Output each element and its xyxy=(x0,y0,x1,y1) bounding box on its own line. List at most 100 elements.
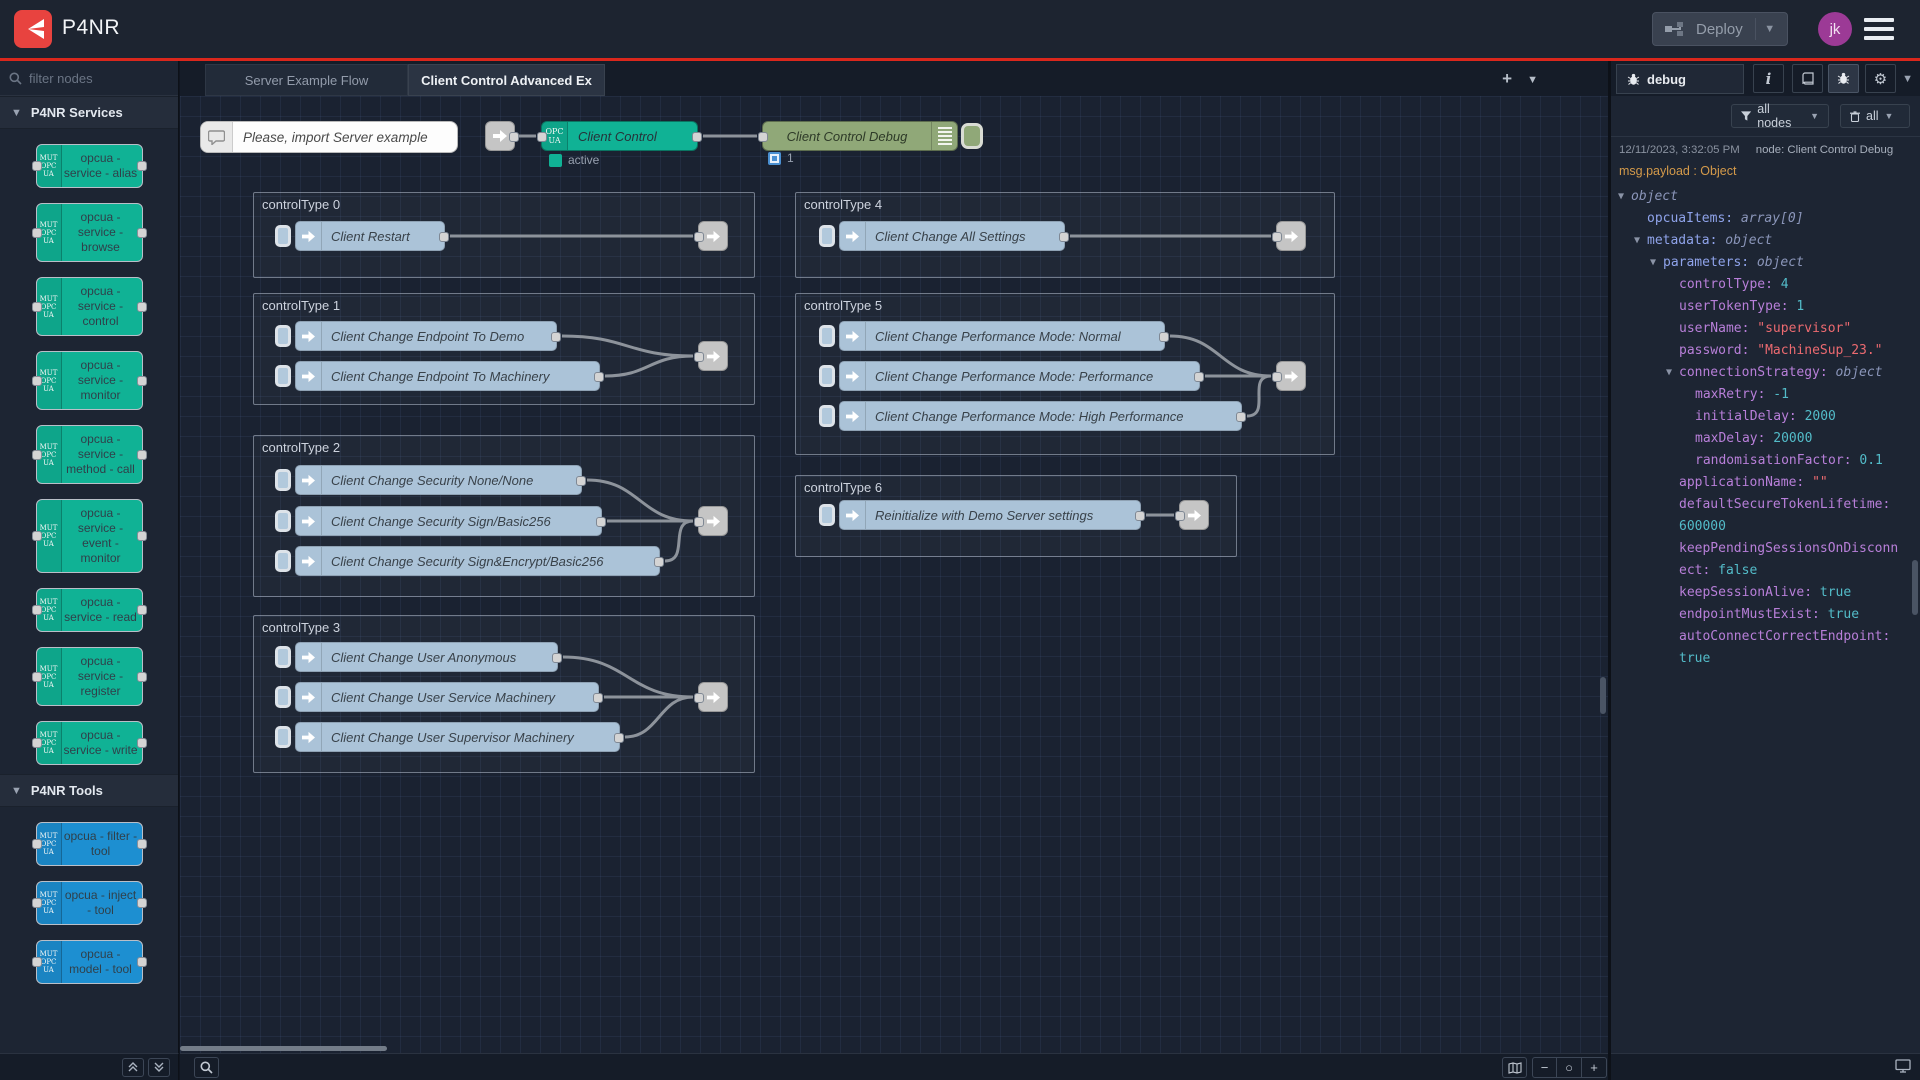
link-out-node[interactable] xyxy=(1272,221,1306,251)
minimap-toggle-button[interactable] xyxy=(1502,1057,1527,1078)
inject-button[interactable] xyxy=(275,686,291,708)
deploy-button[interactable]: Deploy ▼ xyxy=(1652,12,1788,46)
sidebar-config-button[interactable]: ⚙ xyxy=(1865,64,1896,93)
inject-button[interactable] xyxy=(275,325,291,347)
inject-button[interactable] xyxy=(275,510,291,532)
tab-client-control-advanced[interactable]: Client Control Advanced Ex xyxy=(408,64,605,96)
inject-button[interactable] xyxy=(275,550,291,572)
zoom-reset-button[interactable]: ○ xyxy=(1557,1057,1582,1078)
flow-group[interactable]: controlType 2 xyxy=(253,435,755,597)
tab-server-example-flow[interactable]: Server Example Flow xyxy=(205,64,408,96)
palette-category-p4nr-tools[interactable]: ▼P4NR Tools xyxy=(0,774,178,807)
sidebar-divider[interactable] xyxy=(1608,61,1611,1080)
flow-group[interactable]: controlType 1 xyxy=(253,293,755,405)
output-port[interactable] xyxy=(1194,372,1204,382)
output-port[interactable] xyxy=(576,476,586,486)
palette-expand-all-button[interactable] xyxy=(148,1057,170,1077)
debug-toggle-button[interactable] xyxy=(961,123,983,149)
sidebar-debug-button[interactable] xyxy=(1828,64,1859,93)
main-menu-icon[interactable] xyxy=(1864,18,1894,40)
inject-button[interactable] xyxy=(819,504,835,526)
debug-message-list[interactable]: 12/11/2023, 3:32:05 PM node: Client Cont… xyxy=(1611,136,1920,1026)
zoom-in-button[interactable]: + xyxy=(1582,1057,1607,1078)
output-port[interactable] xyxy=(439,232,449,242)
inject-node[interactable]: Client Change Security Sign/Basic256 xyxy=(275,506,606,536)
expand-arrow-icon[interactable]: ▼ xyxy=(1634,235,1641,246)
inject-node[interactable]: Client Change Performance Mode: High Per… xyxy=(819,401,1246,431)
inject-node[interactable]: Client Change Endpoint To Demo xyxy=(275,321,561,351)
input-port[interactable] xyxy=(758,132,768,142)
flow-group[interactable]: controlType 5 xyxy=(795,293,1335,455)
sidebar-help-button[interactable] xyxy=(1792,64,1823,93)
output-port[interactable] xyxy=(594,372,604,382)
json-tree-row[interactable]: ▼object xyxy=(1618,186,1910,208)
inject-node[interactable]: Client Change Endpoint To Machinery xyxy=(275,361,604,391)
json-tree-row[interactable]: ▼connectionStrategy: object xyxy=(1619,362,1910,384)
inject-button[interactable] xyxy=(819,325,835,347)
output-port[interactable] xyxy=(1236,412,1246,422)
inject-node[interactable]: Client Change User Anonymous xyxy=(275,642,562,672)
flow-group[interactable]: controlType 6 xyxy=(795,475,1237,557)
input-port[interactable] xyxy=(694,232,704,242)
debug-payload-path[interactable]: msg.payload : Object xyxy=(1619,164,1737,178)
canvas-horizontal-scrollbar[interactable] xyxy=(180,1046,387,1051)
flow-list-caret-icon[interactable]: ▼ xyxy=(1527,74,1538,86)
json-tree-row[interactable]: ▼metadata: object xyxy=(1619,230,1910,252)
sidebar-scrollbar[interactable] xyxy=(1912,560,1918,615)
palette-category-p4nr-services[interactable]: ▼P4NR Services xyxy=(0,96,178,129)
user-avatar[interactable]: jk xyxy=(1818,12,1852,46)
input-port[interactable] xyxy=(1272,372,1282,382)
flow-group[interactable]: controlType 3 xyxy=(253,615,755,773)
output-port[interactable] xyxy=(1059,232,1069,242)
sidebar-info-button[interactable]: i xyxy=(1753,64,1784,93)
expand-arrow-icon[interactable]: ▼ xyxy=(1650,257,1657,268)
expand-arrow-icon[interactable]: ▼ xyxy=(1666,367,1673,378)
inject-node[interactable]: Client Change User Service Machinery xyxy=(275,682,603,712)
link-out-node[interactable] xyxy=(1175,500,1209,530)
output-port[interactable] xyxy=(1135,511,1145,521)
json-tree-row[interactable]: ▼parameters: object xyxy=(1619,252,1910,274)
link-out-node[interactable] xyxy=(694,221,728,251)
palette-search[interactable] xyxy=(0,61,178,96)
input-port[interactable] xyxy=(694,352,704,362)
flow-group[interactable]: controlType 0 xyxy=(253,192,755,278)
inject-button[interactable] xyxy=(275,726,291,748)
input-port[interactable] xyxy=(1175,511,1185,521)
wire[interactable] xyxy=(562,655,694,699)
canvas-vertical-scrollbar[interactable] xyxy=(1600,677,1606,714)
client-control-debug-node[interactable]: Client Control Debug xyxy=(758,121,958,151)
sidebar-tab-debug[interactable]: debug xyxy=(1616,64,1744,94)
deploy-caret-icon[interactable]: ▼ xyxy=(1764,23,1776,35)
palette-filter-input[interactable] xyxy=(29,70,159,86)
link-in-node[interactable] xyxy=(485,121,519,151)
inject-node[interactable]: Client Change All Settings xyxy=(819,221,1069,251)
debug-filter-button[interactable]: all nodes ▼ xyxy=(1731,102,1829,130)
output-port[interactable] xyxy=(596,517,606,527)
flow-group[interactable]: controlType 4 xyxy=(795,192,1335,278)
palette-collapse-all-button[interactable] xyxy=(122,1057,144,1077)
wire[interactable] xyxy=(1169,334,1272,378)
inject-button[interactable] xyxy=(819,225,835,247)
link-out-node[interactable] xyxy=(694,341,728,371)
input-port[interactable] xyxy=(694,517,704,527)
inject-button[interactable] xyxy=(819,365,835,387)
wire[interactable] xyxy=(561,334,694,358)
wire[interactable] xyxy=(664,519,694,563)
inject-button[interactable] xyxy=(275,225,291,247)
link-out-node[interactable] xyxy=(1272,361,1306,391)
add-flow-button[interactable]: + xyxy=(1502,69,1512,88)
link-out-node[interactable] xyxy=(694,682,728,712)
